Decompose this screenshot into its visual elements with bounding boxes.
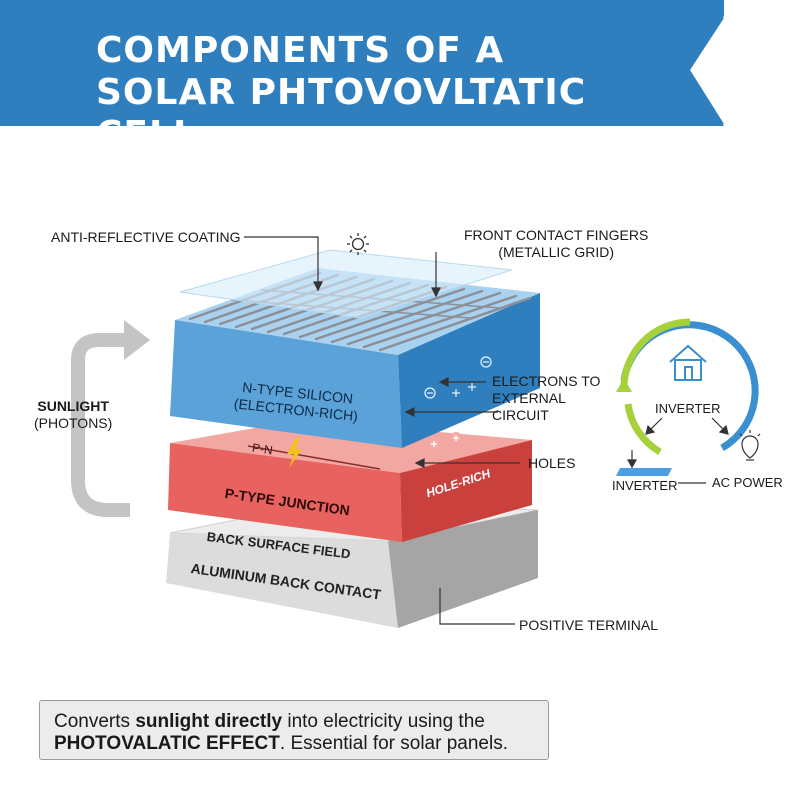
sun-icon	[347, 233, 369, 255]
pn-label: P-N	[251, 440, 274, 458]
lightning-icon	[287, 438, 302, 468]
p-type-layer	[168, 420, 532, 542]
plus-marks	[452, 383, 476, 397]
sunlight-arrow	[71, 333, 130, 517]
inverter-arrows	[626, 417, 729, 484]
title-banner	[0, 0, 724, 126]
caption-text-1: Converts	[54, 711, 136, 732]
house-icon	[669, 344, 707, 381]
inverter-top-label: INVERTER	[655, 401, 721, 416]
sunlight-line-1: SUNLIGHT	[37, 398, 109, 414]
electrons-line-2: EXTERNAL	[492, 390, 566, 406]
electron-charges	[424, 356, 492, 399]
positive-terminal-label: POSITIVE TERMINAL	[519, 617, 658, 633]
front-contact-label: FRONT CONTACT FINGERS (METALLIC GRID)	[464, 227, 648, 261]
inverter-bottom-label: INVERTER	[612, 478, 678, 493]
sunlight-arrowhead	[124, 320, 150, 360]
front-contact-line-1: FRONT CONTACT FINGERS	[464, 227, 649, 243]
ac-power-label: AC POWER	[712, 475, 783, 490]
callout-lines	[244, 236, 520, 625]
circuit-loop	[616, 318, 759, 456]
electrons-label: ELECTRONS TO EXTERNAL CIRCUIT	[492, 373, 600, 424]
title-line-1: COMPONENTS OF A	[96, 30, 505, 71]
lightbulb-icon	[739, 430, 761, 461]
caption-bold-1: sunlight directly	[135, 711, 283, 732]
solar-panel-icon	[616, 468, 672, 476]
anti-reflective-coating	[179, 249, 513, 319]
sunlight-line-2: (PHOTONS)	[34, 415, 113, 431]
caption-box: Converts sunlight directly into electric…	[39, 700, 549, 760]
caption-bold-2: PHOTOVALATIC EFFECT	[54, 733, 280, 754]
caption-text-3: . Essential for solar panels.	[279, 733, 509, 754]
hole-charges	[428, 432, 462, 450]
holes-label: HOLES	[528, 455, 576, 471]
front-contact-line-2: (METALLIC GRID)	[498, 244, 614, 260]
electrons-line-3: CIRCUIT	[492, 407, 549, 423]
caption-text-2: into electricity using the	[282, 711, 485, 732]
page-title: COMPONENTS OF A SOLAR PHTOVOVLTATIC CELL	[96, 30, 696, 156]
anti-reflective-label: ANTI-REFLECTIVE COATING	[51, 229, 241, 245]
electrons-line-1: ELECTRONS TO	[492, 373, 601, 389]
sunlight-label: SUNLIGHT (PHOTONS)	[34, 398, 112, 432]
title-line-2: SOLAR PHTOVOVLTATIC CELL	[96, 72, 587, 155]
